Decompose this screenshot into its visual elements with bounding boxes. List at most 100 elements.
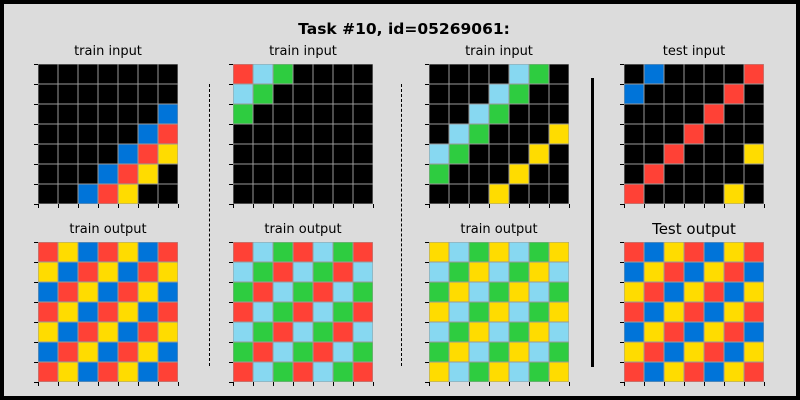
axis-tick <box>549 382 550 386</box>
grid-cell <box>684 64 704 84</box>
axis-tick <box>138 204 139 208</box>
grid-cell <box>78 124 98 144</box>
grid-cell <box>38 104 58 124</box>
grid-cell <box>684 84 704 104</box>
axis-tick <box>229 104 233 105</box>
grid-cell <box>744 362 764 382</box>
grid-cell <box>353 144 373 164</box>
axis-tick <box>273 382 274 386</box>
grid-cell <box>58 164 78 184</box>
grid-cell <box>98 282 118 302</box>
grid-cell <box>58 342 78 362</box>
grid-cell <box>58 322 78 342</box>
axis-tick <box>158 382 159 386</box>
grid-cell <box>704 84 724 104</box>
grid-cell <box>469 242 489 262</box>
axis-tick <box>34 84 38 85</box>
grid-cell <box>138 322 158 342</box>
axis-tick <box>429 204 430 208</box>
axis-tick <box>620 204 624 205</box>
grid-cell <box>158 242 178 262</box>
test-input-grid <box>624 64 764 204</box>
grid-cell <box>664 322 684 342</box>
grid-cell <box>118 282 138 302</box>
grid-cell <box>704 164 724 184</box>
grid-cell <box>98 184 118 204</box>
axis-tick <box>229 124 233 125</box>
grid-cell <box>333 342 353 362</box>
grid-cell <box>644 144 664 164</box>
train-output-2-grid <box>233 242 373 382</box>
grid-cell <box>429 342 449 362</box>
grid-cell <box>293 302 313 322</box>
grid-cell <box>684 282 704 302</box>
axis-tick <box>293 382 294 386</box>
grid-cell <box>489 302 509 322</box>
grid-cell <box>138 302 158 322</box>
grid-cell <box>549 64 569 84</box>
grid-cell <box>644 262 664 282</box>
axis-tick <box>333 382 334 386</box>
grid-cell <box>469 144 489 164</box>
grid-cell <box>353 64 373 84</box>
grid-cell <box>313 342 333 362</box>
grid-cell <box>273 124 293 144</box>
grid-cell <box>624 282 644 302</box>
grid-cell <box>429 184 449 204</box>
axis-tick <box>78 204 79 208</box>
axis-tick <box>704 204 705 208</box>
grid-cell <box>684 362 704 382</box>
axis-tick <box>34 362 38 363</box>
grid-cell <box>469 104 489 124</box>
axis-tick <box>664 204 665 208</box>
grid-cell <box>644 242 664 262</box>
grid-cell <box>273 104 293 124</box>
train-input-1-grid <box>38 64 178 204</box>
axis-tick <box>620 124 624 125</box>
grid-cell <box>469 64 489 84</box>
grid-cell <box>78 362 98 382</box>
grid-cell <box>624 64 644 84</box>
axis-tick <box>34 322 38 323</box>
axis-tick <box>78 382 79 386</box>
grid-cell <box>529 262 549 282</box>
grid-cell <box>704 242 724 262</box>
grid-cell <box>233 282 253 302</box>
axis-tick <box>229 164 233 165</box>
grid-cell <box>704 64 724 84</box>
panel-title: train output <box>69 222 147 237</box>
grid-cell <box>449 164 469 184</box>
grid-cell <box>449 302 469 322</box>
grid-cell <box>158 184 178 204</box>
grid-cell <box>664 302 684 322</box>
grid-cell <box>98 144 118 164</box>
axis-tick <box>620 64 624 65</box>
grid-cell <box>253 302 273 322</box>
grid-cell <box>118 104 138 124</box>
grid-cell <box>313 362 333 382</box>
train-input-2-grid <box>233 64 373 204</box>
grid-cell <box>549 302 569 322</box>
grid-cell <box>233 144 253 164</box>
grid-cell <box>253 184 273 204</box>
grid-cell <box>333 144 353 164</box>
axis-tick <box>229 184 233 185</box>
grid-cell <box>644 184 664 204</box>
grid-cell <box>509 302 529 322</box>
axis-tick <box>353 382 354 386</box>
grid-cell <box>273 84 293 104</box>
grid-cell <box>449 184 469 204</box>
grid-cell <box>529 64 549 84</box>
grid-cell <box>273 342 293 362</box>
grid-cell <box>684 144 704 164</box>
grid-cell <box>644 362 664 382</box>
grid-cell <box>158 262 178 282</box>
grid-cell <box>58 64 78 84</box>
grid-cell <box>549 104 569 124</box>
axis-tick <box>620 84 624 85</box>
axis-tick <box>684 204 685 208</box>
grid-cell <box>624 164 644 184</box>
grid-cell <box>449 124 469 144</box>
panel-title: test input <box>662 44 726 59</box>
grid-cell <box>704 282 724 302</box>
